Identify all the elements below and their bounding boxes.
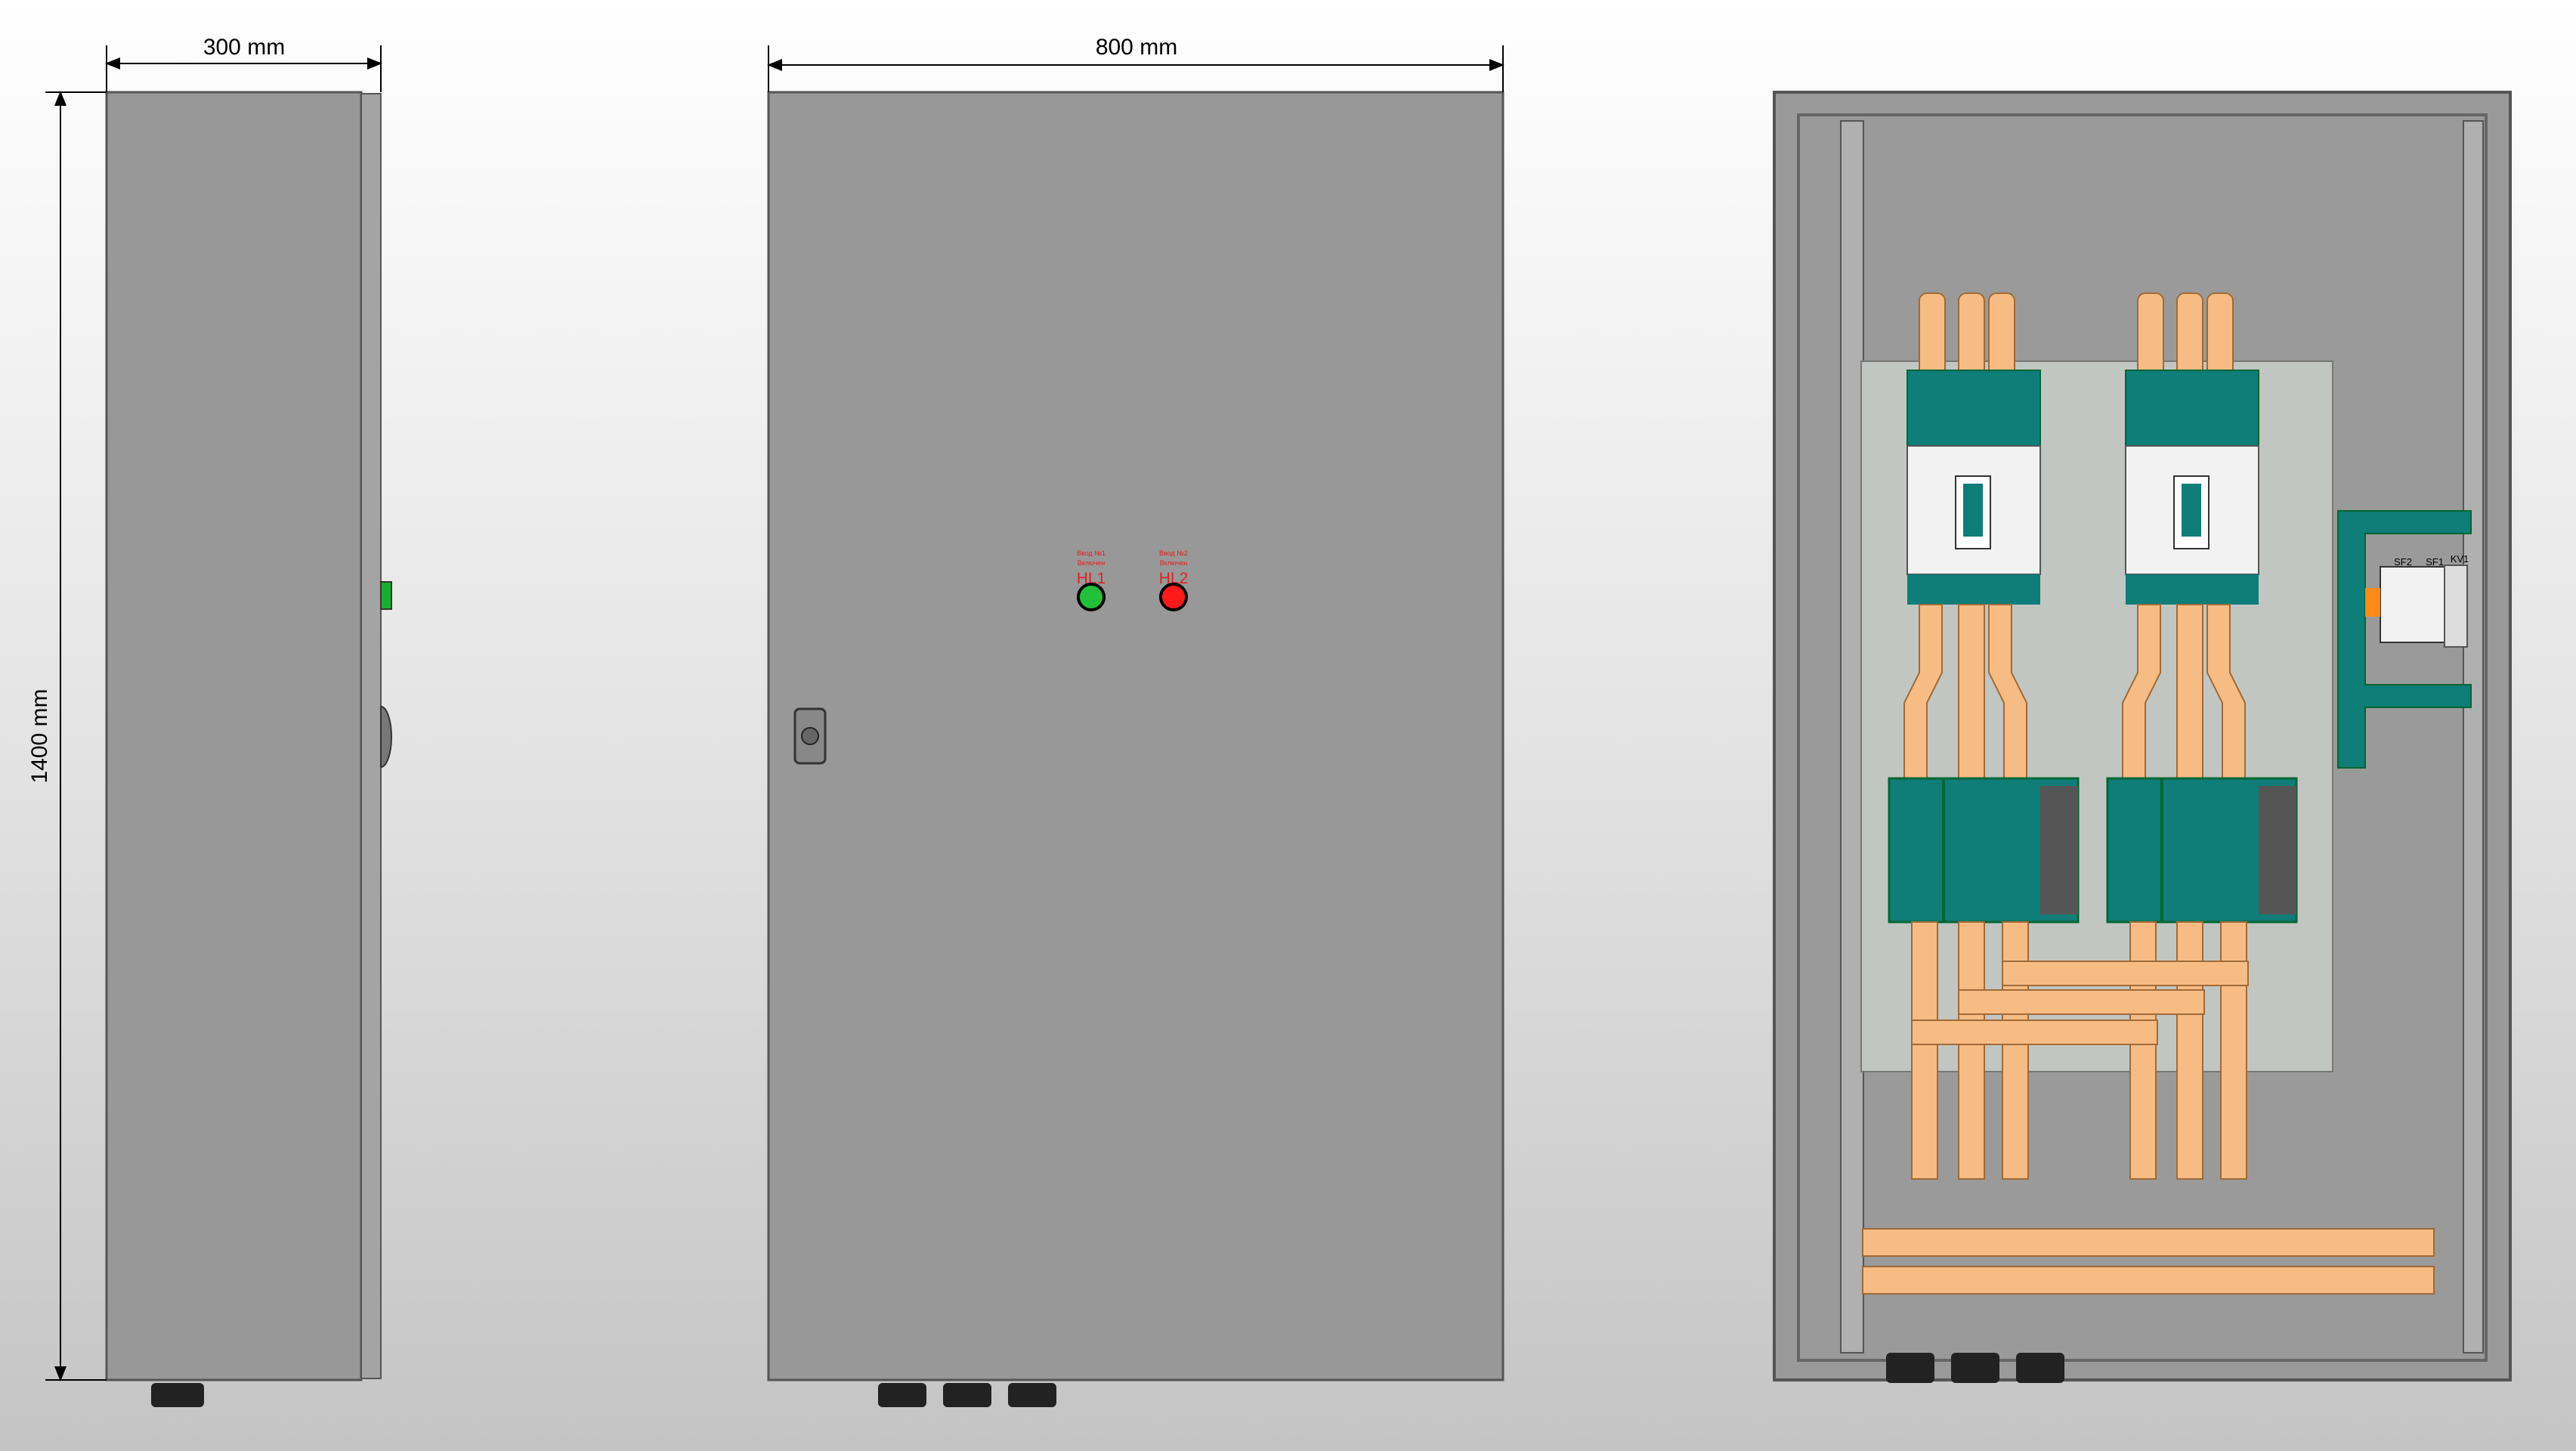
busbar (1911, 1019, 2158, 1045)
svg-text:Включен: Включен (1160, 559, 1188, 567)
depth-dimension: 300 mm (203, 35, 285, 60)
front-view: 800 mm Ввод №1 Включен HL1 Ввод №2 Включ… (767, 35, 1504, 1407)
busbar (2002, 961, 2249, 986)
din-bracket (2337, 510, 2472, 769)
lamp-hl2: Ввод №2 Включен HL2 (1159, 549, 1189, 611)
din-rail-left (1840, 120, 1864, 1354)
label-kv1: KV1 (2451, 553, 2469, 565)
lamp-hl1: Ввод №1 Включен HL1 (1077, 549, 1106, 611)
svg-text:Ввод №2: Ввод №2 (1159, 549, 1188, 557)
svg-text:HL2: HL2 (1159, 570, 1189, 587)
busbar-n (1862, 1228, 2435, 1257)
width-dimension: 800 mm (1096, 35, 1177, 60)
height-dimension: 1400 mm (27, 688, 52, 783)
door-lock[interactable] (793, 707, 827, 765)
interior-view: SF2 SF1 KV1 (1773, 91, 2512, 1383)
label-sf2: SF2 (2394, 556, 2412, 568)
din-rail-right (2463, 120, 2484, 1354)
cable-gland (1008, 1383, 1056, 1407)
busbar (1958, 989, 2205, 1015)
relay-kv1 (2444, 565, 2468, 648)
svg-text:Ввод №1: Ввод №1 (1077, 549, 1106, 557)
label-sf1: SF1 (2426, 556, 2444, 568)
cable-gland (878, 1383, 926, 1407)
cable-gland (1886, 1353, 1934, 1383)
cable-gland (151, 1383, 204, 1407)
cable-gland (1951, 1353, 1999, 1383)
lock-icon (801, 727, 819, 745)
svg-text:HL1: HL1 (1077, 570, 1106, 587)
busbar-pe (1862, 1266, 2435, 1295)
side-lamp (380, 581, 392, 610)
svg-text:Включен: Включен (1078, 559, 1106, 567)
cable-gland (2016, 1353, 2064, 1383)
side-view: 300 mm 1400 mm (27, 35, 392, 1407)
cable-gland (943, 1383, 991, 1407)
